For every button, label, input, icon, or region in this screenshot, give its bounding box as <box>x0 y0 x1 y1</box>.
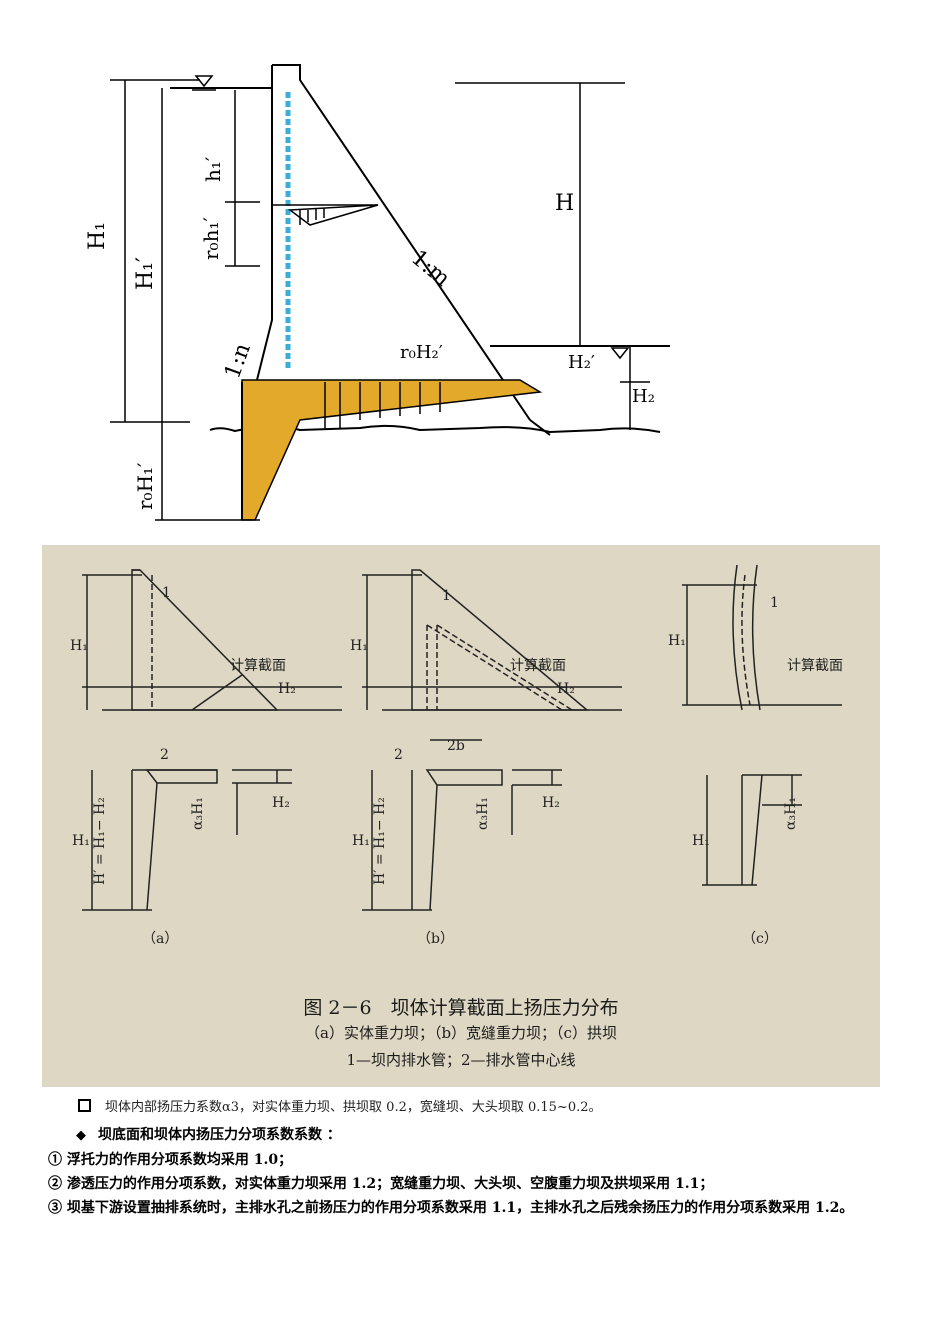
label-H1-b2: H₁ <box>352 833 370 849</box>
label-Hdiff-b: H′ = H₁− H₂ <box>372 797 388 885</box>
label-a3H1-c: α₃H₁ <box>783 797 799 830</box>
label-1-b: 1 <box>442 588 451 604</box>
label-H1: H₁ <box>85 222 110 250</box>
label-section-a: 计算截面 <box>230 658 286 674</box>
label-H2: H₂ <box>632 386 655 407</box>
uplift-pressure-area <box>241 379 543 521</box>
uplift-distribution-figure: 1 2 计算截面 H₁ H₂ H₁ H′ = H₁− H₂ H₂ α₃H₁ 1 … <box>42 545 880 1087</box>
label-2-b: 2 <box>394 747 403 763</box>
note-coefficient-text: 坝体内部扬压力系数α3，对实体重力坝、拱坝取 0.2，宽缝坝、大头坝取 0.15… <box>105 1100 602 1115</box>
label-a3H1-b: α₃H₁ <box>475 797 491 830</box>
label-Hdiff-a: H′ = H₁− H₂ <box>92 797 108 885</box>
panel-c-label: （c） <box>742 931 778 947</box>
square-bullet-icon <box>78 1099 91 1112</box>
label-r0H1-prime: r₀H₁′ <box>133 462 157 510</box>
note-item-1: ① 浮托力的作用分项系数均采用 1.0； <box>48 1152 293 1168</box>
label-H2-prime: H₂′ <box>568 352 595 373</box>
label-a3H1-a: α₃H₁ <box>190 797 206 830</box>
label-H: H <box>555 191 574 216</box>
label-r0h1-prime: r₀h₁′ <box>199 217 223 260</box>
label-r0H2-prime: r₀H₂′ <box>400 342 443 363</box>
note-heading-text: 坝底面和坝体内扬压力分项系数系数 ： <box>98 1127 341 1143</box>
label-1-c: 1 <box>770 595 779 611</box>
note-item-3: ③ 坝基下游设置抽排系统时，主排水孔之前扬压力的作用分项系数采用 1.1，主排水… <box>48 1200 854 1216</box>
label-section-c: 计算截面 <box>787 658 843 674</box>
figure-subcaption: （a）实体重力坝；（b）宽缝重力坝；（c）拱坝 <box>305 1024 617 1042</box>
diamond-bullet-icon: ◆ <box>76 1128 86 1143</box>
note-heading: ◆ 坝底面和坝体内扬压力分项系数系数 ： <box>48 1124 918 1147</box>
label-H1-b: H₁ <box>350 638 368 654</box>
label-H1-a: H₁ <box>70 638 88 654</box>
label-slope-n: 1:n <box>220 340 256 382</box>
label-H2-a: H₂ <box>278 681 296 697</box>
note-coefficient: 坝体内部扬压力系数α3，对实体重力坝、拱坝取 0.2，宽缝坝、大头坝取 0.15… <box>48 1097 918 1119</box>
dam-uplift-diagram: H₁ H₁′ h₁′ r₀h₁′ r₀H₁′ 1:m 1:n H r₀H₂′ H… <box>85 64 670 521</box>
label-H2-b: H₂ <box>557 681 575 697</box>
label-h1-prime: h₁′ <box>201 156 225 182</box>
label-section-b: 计算截面 <box>510 658 566 674</box>
label-slope-m: 1:m <box>406 245 455 291</box>
water-level-icon <box>192 75 630 360</box>
label-2b: 2b <box>447 738 465 754</box>
label-H1-c: H₁ <box>668 633 686 649</box>
panel-a-label: （a） <box>142 931 178 947</box>
panel-b-label: （b） <box>417 931 454 947</box>
label-H1-prime: H₁′ <box>133 257 158 290</box>
label-H1-c2: H₁ <box>692 833 710 849</box>
label-H1-a2: H₁ <box>72 833 90 849</box>
label-H2-a2: H₂ <box>272 795 290 811</box>
label-1-a: 1 <box>162 585 171 601</box>
label-H2-b2: H₂ <box>542 795 560 811</box>
figure-legend: 1—坝内排水管；2—排水管中心线 <box>346 1051 576 1069</box>
note-item-2: ② 渗透压力的作用分项系数，对实体重力坝采用 1.2；宽缝重力坝、大头坝、空腹重… <box>48 1176 714 1192</box>
label-2-a: 2 <box>160 747 169 763</box>
figure-caption: 图 2－6 坝体计算截面上扬压力分布 <box>303 997 619 1019</box>
